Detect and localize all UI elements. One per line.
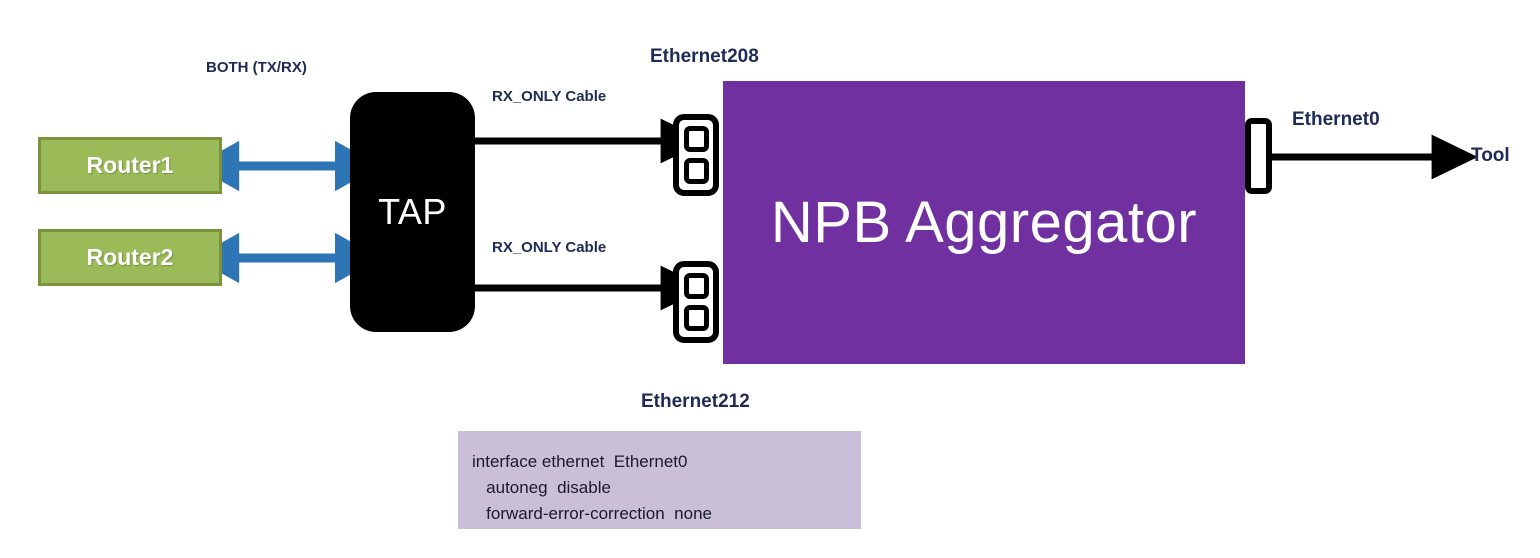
- port-pin-upper-icon: [683, 273, 709, 299]
- port-pin-upper-icon: [683, 126, 709, 152]
- port-connector-ethernet212-icon[interactable]: [673, 261, 719, 343]
- npb-aggregator-label: NPB Aggregator: [770, 190, 1198, 255]
- label-ethernet208: Ethernet208: [650, 46, 759, 67]
- router2-label: Router2: [86, 244, 174, 270]
- port-connector-ethernet208-icon[interactable]: [673, 114, 719, 196]
- port-connector-ethernet0-icon[interactable]: [1245, 118, 1272, 194]
- label-rx-only-cable-top: RX_ONLY Cable: [492, 88, 607, 105]
- node-router1[interactable]: Router1: [38, 137, 222, 194]
- node-tap[interactable]: TAP: [350, 92, 475, 332]
- label-ethernet212: Ethernet212: [641, 391, 750, 412]
- tap-label: TAP: [378, 191, 447, 232]
- router1-label: Router1: [86, 152, 174, 178]
- config-line: interface ethernet Ethernet0: [472, 452, 688, 471]
- config-line: autoneg disable: [472, 477, 611, 497]
- label-tool: Tool: [1471, 145, 1510, 166]
- config-line: forward-error-correction none: [472, 503, 712, 523]
- label-rx-only-cable-bottom: RX_ONLY Cable: [492, 239, 607, 256]
- config-snippet-box: interface ethernet Ethernet0 autoneg dis…: [458, 431, 861, 529]
- label-ethernet0: Ethernet0: [1292, 109, 1380, 130]
- port-pin-lower-icon: [683, 158, 709, 184]
- port-pin-lower-icon: [683, 305, 709, 331]
- node-npb-aggregator[interactable]: NPB Aggregator: [723, 81, 1245, 364]
- node-router2[interactable]: Router2: [38, 229, 222, 286]
- label-both-txrx: BOTH (TX/RX): [206, 59, 307, 76]
